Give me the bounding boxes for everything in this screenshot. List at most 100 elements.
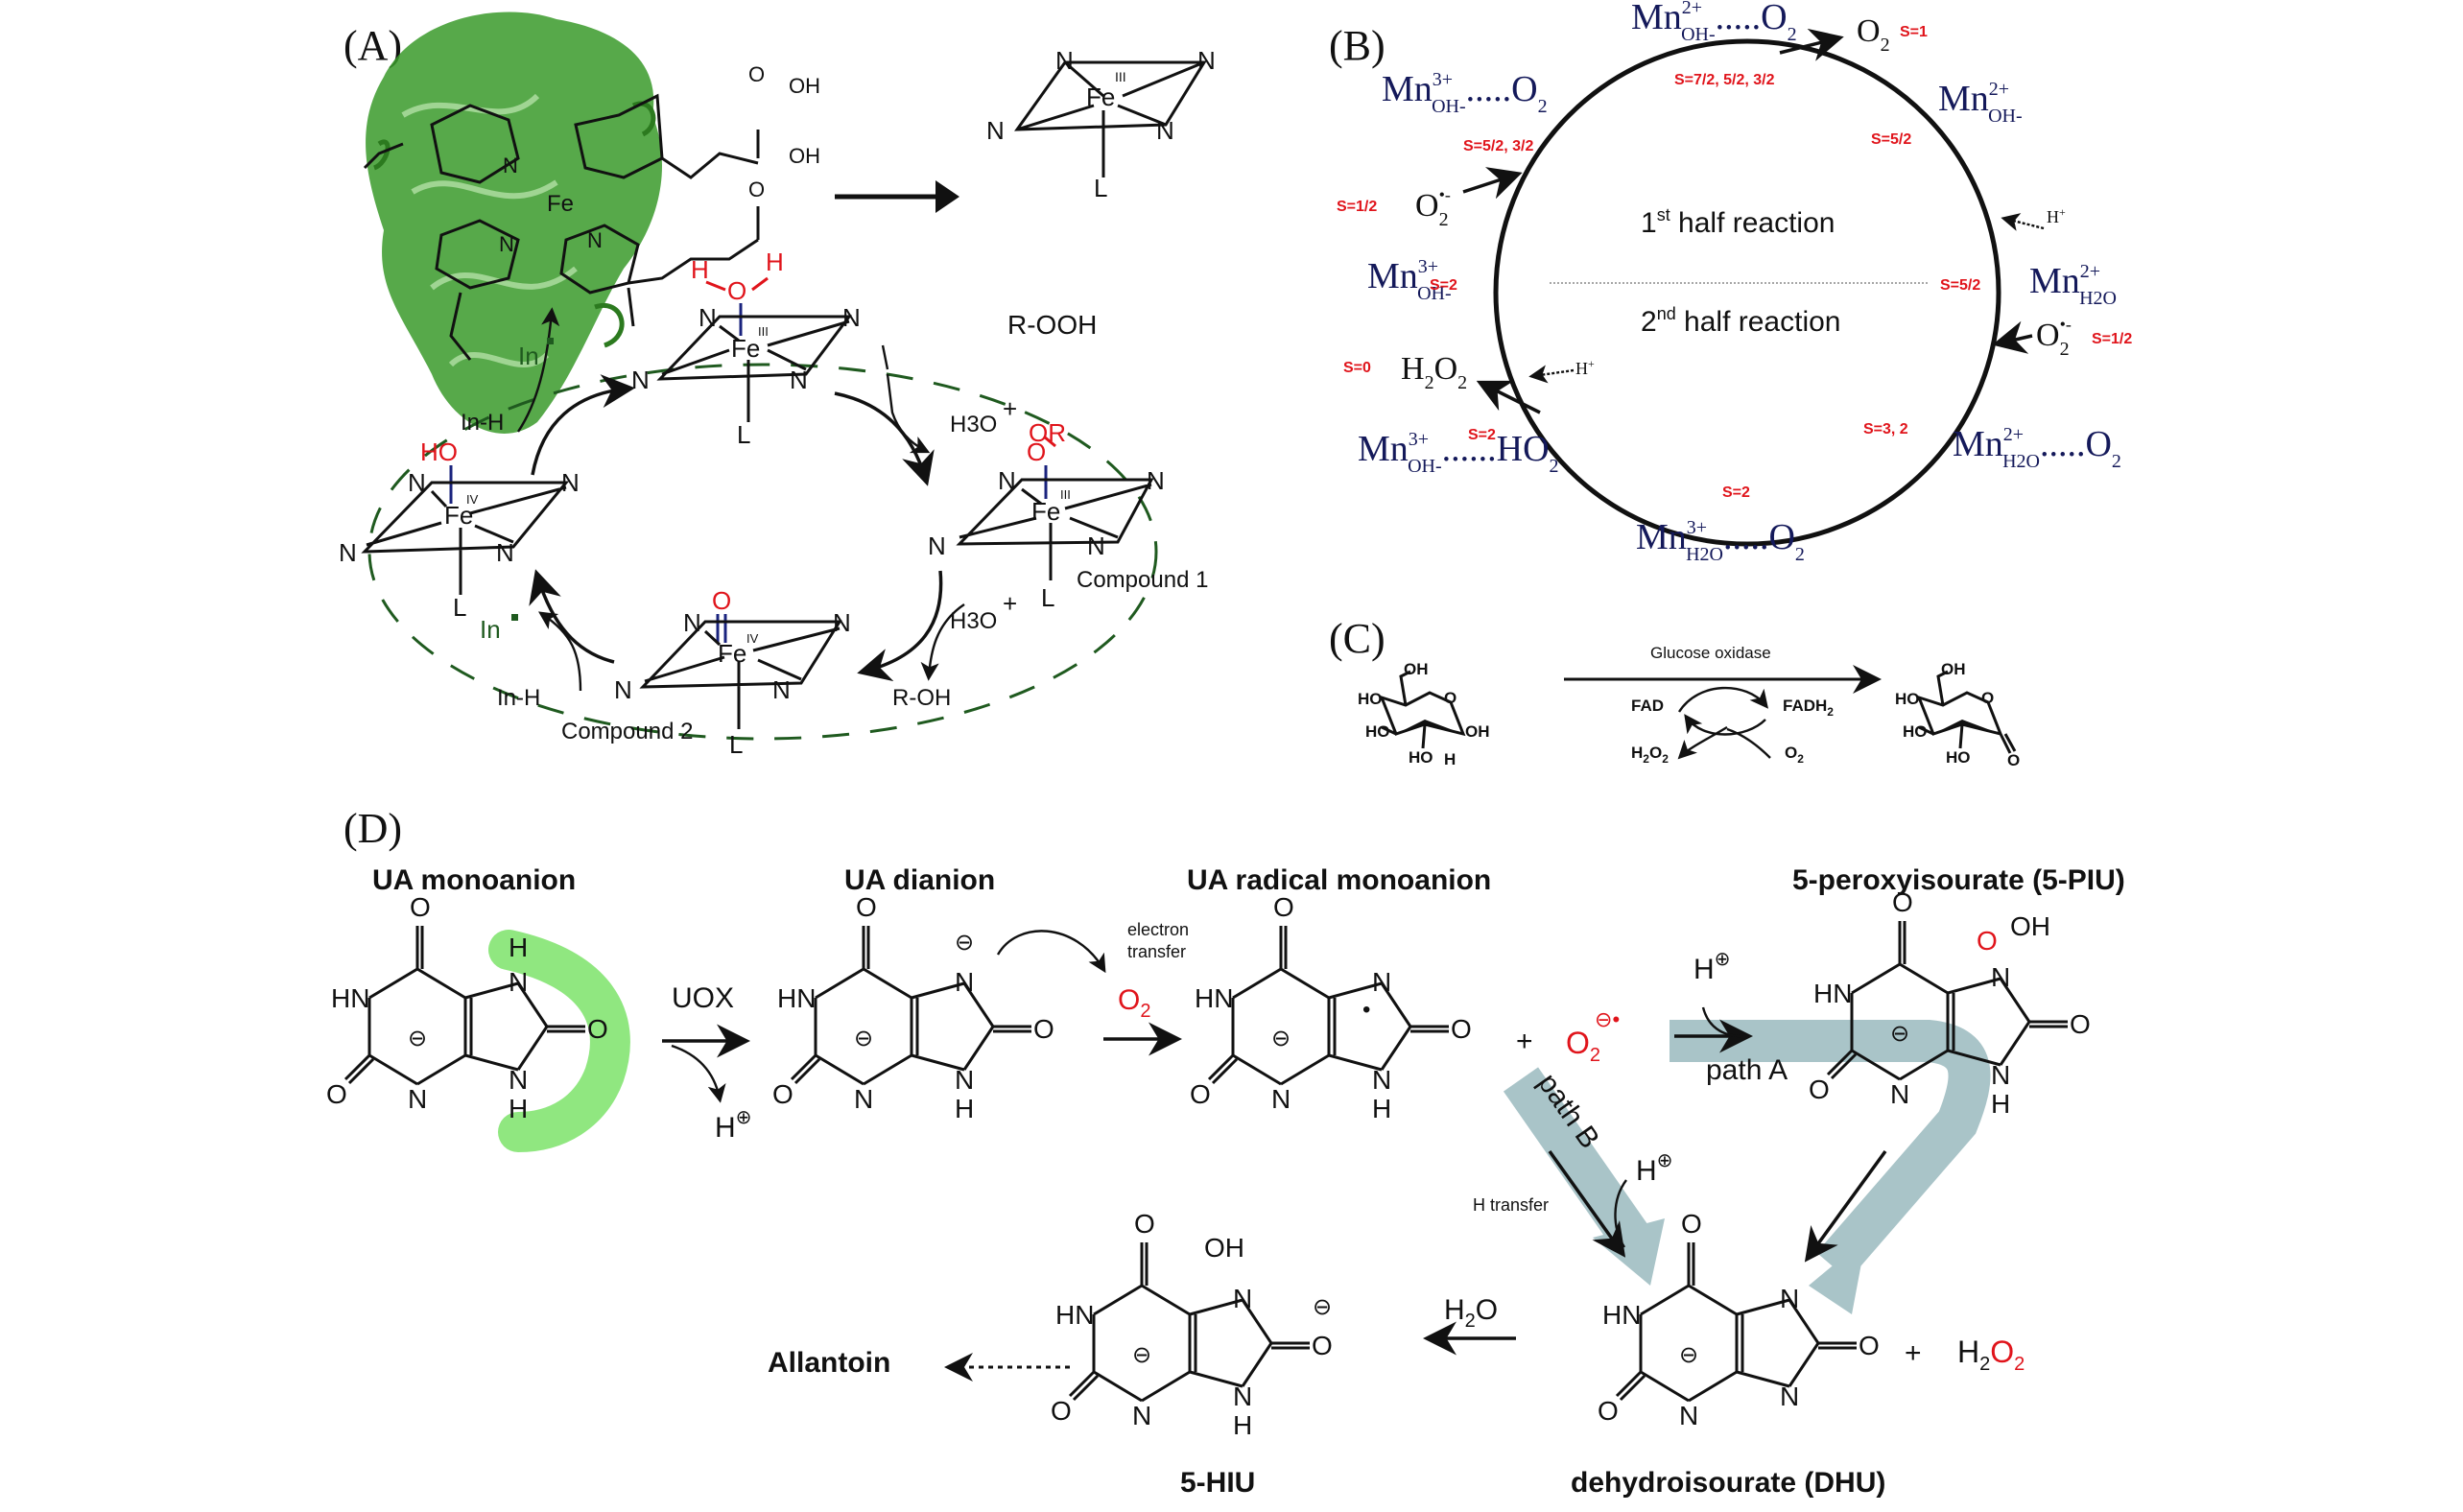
svg-text:OH: OH [1404, 660, 1429, 678]
arrow-intermediate-to-resting [531, 374, 635, 476]
arrow-compound1-to-compound2 [857, 570, 943, 682]
mn-state: Mn3+OH- [1367, 256, 1452, 304]
svg-text:III: III [758, 324, 769, 339]
h2o2-released: H2O2 [1401, 351, 1467, 393]
bond [1619, 1374, 1646, 1402]
bond [1093, 1370, 1143, 1403]
atom-label: N [1991, 962, 2010, 992]
svg-text:Fe: Fe [718, 639, 746, 668]
bond [815, 967, 864, 1000]
proton-in-arrow-2 [1528, 365, 1575, 384]
h3o-label-1: H3O [950, 412, 997, 437]
bond [1640, 1284, 1690, 1316]
bond [343, 1053, 371, 1081]
bond [1999, 1021, 2031, 1066]
svg-text:IV: IV [466, 492, 479, 507]
atom-label: N [509, 967, 528, 997]
svg-text:HO: HO [1946, 748, 1971, 767]
atom-label: ⊖ [1679, 1342, 1698, 1368]
bond [1241, 1299, 1273, 1344]
bond [1280, 1053, 1330, 1086]
svg-text:HO: HO [1409, 748, 1433, 767]
roh-label: R-OH [892, 685, 951, 711]
atom-label: N [509, 1065, 528, 1095]
o2-in-arrow [1726, 727, 1771, 759]
bond [1788, 1299, 1820, 1344]
bond [962, 982, 995, 1028]
atom-label: O [1312, 1331, 1333, 1360]
atom-label: N [1679, 1401, 1698, 1430]
svg-text:L: L [453, 593, 466, 622]
title-dhu: dehydroisourate (DHU) [1571, 1467, 1885, 1499]
svg-text:H: H [1444, 750, 1456, 768]
svg-text:N: N [339, 538, 357, 567]
svg-text:Fe: Fe [1086, 83, 1115, 111]
path-b-highlight [1503, 1067, 1649, 1250]
mn-state: Mn3+H2O.....O2 [1636, 517, 1805, 565]
superoxide-1: O2•- [1415, 185, 1451, 230]
svg-text:N: N [1156, 116, 1174, 145]
path-a-highlight [1670, 1020, 1991, 1281]
atom-label: O [1977, 926, 1998, 956]
atom-label: HN [1602, 1300, 1641, 1330]
atom-label: H [1233, 1410, 1252, 1440]
atom-label: • [1362, 997, 1370, 1023]
svg-text:Fe: Fe [731, 334, 760, 363]
panel-c: (C) OH HO O HO OH HO H Glucose oxidase F… [1329, 615, 2020, 769]
o2-reactant: O2 [1118, 984, 1150, 1022]
atom-label: O [856, 892, 877, 922]
svg-text:N: N [998, 466, 1016, 495]
electron-transfer-label-2: transfer [1127, 942, 1186, 961]
compound-1-label: Compound 1 [1077, 567, 1208, 593]
compound-2-label: Compound 2 [561, 719, 693, 744]
panel-b: (B) 1st half reaction 2nd half reaction … [1329, 0, 2132, 565]
atom-label: O [1051, 1396, 1072, 1426]
fe-iv-oh-complex: HO N N N N Fe IV L [339, 437, 580, 622]
atom-label: O [772, 1079, 793, 1109]
atom-label: N [1233, 1382, 1252, 1411]
title-ua-monoanion: UA monoanion [372, 864, 576, 896]
panel-c-label: (C) [1329, 615, 1385, 662]
fad-reduction-arrow [1677, 686, 1769, 713]
glucose-structure: OH HO O HO OH HO H [1358, 660, 1490, 768]
h2o2-release-arrow [1476, 380, 1541, 414]
proton-1: H+ [2047, 205, 2066, 226]
svg-text:N: N [1147, 466, 1165, 495]
bond [1947, 977, 2001, 995]
atom-label: N [1132, 1401, 1151, 1430]
electron-transfer-label-1: electron [1127, 920, 1189, 939]
spin-label: S=5/2, 3/2 [1463, 138, 1533, 154]
h2o2-out-arrow [1677, 725, 1728, 760]
o2-release-arrow [1779, 28, 1844, 61]
svg-text:HO: HO [420, 437, 458, 466]
reagent-rooh: R-OOH [1007, 310, 1097, 340]
svg-text:L: L [737, 420, 750, 449]
svg-text:O: O [712, 586, 731, 615]
spin-label: S=1/2 [2092, 331, 2132, 347]
bond [790, 1053, 817, 1081]
bond [1328, 981, 1383, 1000]
spin-label: S=1/2 [1337, 199, 1377, 215]
bond [1736, 1370, 1790, 1388]
mn-state-list: Mn2+OH-.....O2 Mn2+OH- Mn2+H2O Mn2+H2O..… [1358, 0, 2121, 565]
svg-text:OH: OH [789, 144, 820, 168]
svg-text:L: L [1041, 583, 1054, 612]
cycle-dashed-ellipse [367, 363, 1158, 741]
atom-label: H [955, 1094, 974, 1123]
atom-label: H [1991, 1089, 2010, 1119]
atom-label: N [1890, 1079, 1909, 1109]
atom-label: ⊖ [854, 1026, 873, 1051]
title-5-hiu: 5-HIU [1180, 1467, 1255, 1499]
atom-label: H [1372, 1094, 1391, 1123]
h3o-label-2: H3O [950, 608, 997, 634]
panel-b-label: (B) [1329, 22, 1385, 69]
bond [1851, 1049, 1901, 1081]
bond [347, 1057, 375, 1085]
svg-text:N: N [928, 532, 946, 560]
atom-label: HN [331, 983, 369, 1013]
mn-state: Mn3+OH-.....O2 [1382, 69, 1548, 117]
resting-state-complex: H H O N N N N Fe III L [631, 248, 861, 449]
bond [1328, 1053, 1383, 1072]
